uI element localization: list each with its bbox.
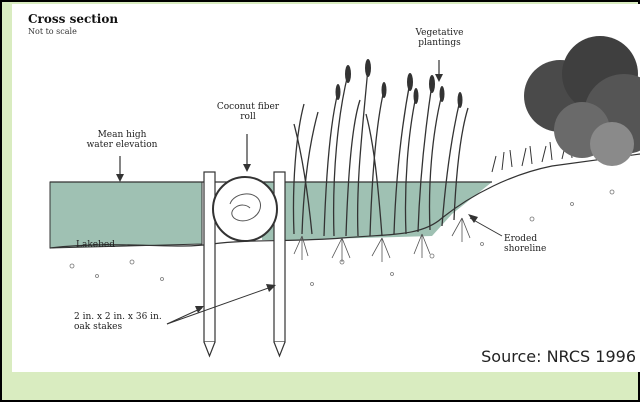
water-area (50, 182, 202, 248)
reed-seedheads (336, 59, 463, 108)
diagram-panel: Cross section Not to scale Mean high wat… (12, 4, 640, 372)
diagram-subheading: Not to scale (28, 27, 77, 36)
oak-stake-left (204, 172, 215, 342)
shrub-cluster (524, 36, 640, 166)
oak-stakes-label: 2 in. x 2 in. x 36 in. oak stakes (74, 312, 184, 332)
source-citation: Source: NRCS 1996 (481, 347, 636, 366)
coconut-fiber-roll-label: Coconut fiber roll (198, 102, 298, 122)
water-area-right (262, 182, 492, 240)
mean-high-water-label: Mean high water elevation (72, 130, 172, 150)
lakebed-label: Lakebed (76, 240, 136, 250)
eroded-shoreline-label: Eroded shoreline (504, 234, 584, 254)
diagram-heading: Cross section (28, 12, 118, 26)
coconut-fiber-roll-shape (213, 177, 277, 241)
vegetative-plantings-label: Vegetative plantings (392, 28, 487, 48)
